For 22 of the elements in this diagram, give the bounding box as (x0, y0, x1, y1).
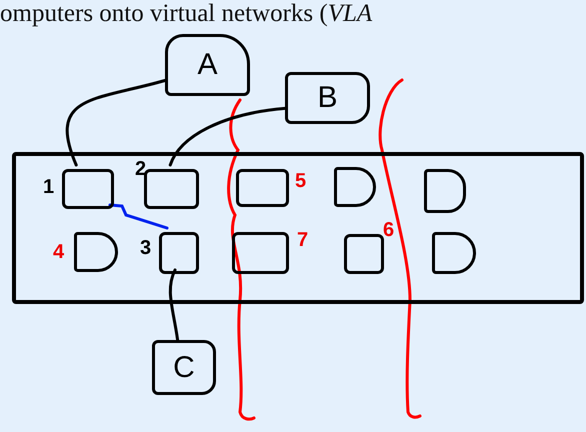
port-number: 5 (295, 170, 306, 192)
port-box (432, 232, 476, 274)
port-number: 3 (140, 237, 152, 259)
port-box (334, 167, 376, 207)
node-letter: B (317, 81, 338, 115)
node-letter: A (197, 48, 218, 82)
computer-box (165, 34, 250, 96)
heading-text: omputers onto virtual networks (VLA (0, 0, 372, 28)
cable-line (168, 106, 286, 166)
port-number: 4 (53, 241, 64, 263)
node-letter: C (173, 350, 195, 384)
port-number: 1 (43, 176, 54, 198)
switch-box (12, 152, 584, 304)
port-box (424, 169, 466, 213)
port-number: 2 (135, 158, 146, 180)
port-number: 7 (297, 229, 308, 251)
port-number: 6 (383, 219, 394, 241)
link-line (108, 204, 168, 230)
cable-line (168, 268, 180, 342)
cable-line (66, 79, 166, 166)
computer-box (285, 72, 370, 124)
computer-box (152, 340, 216, 395)
